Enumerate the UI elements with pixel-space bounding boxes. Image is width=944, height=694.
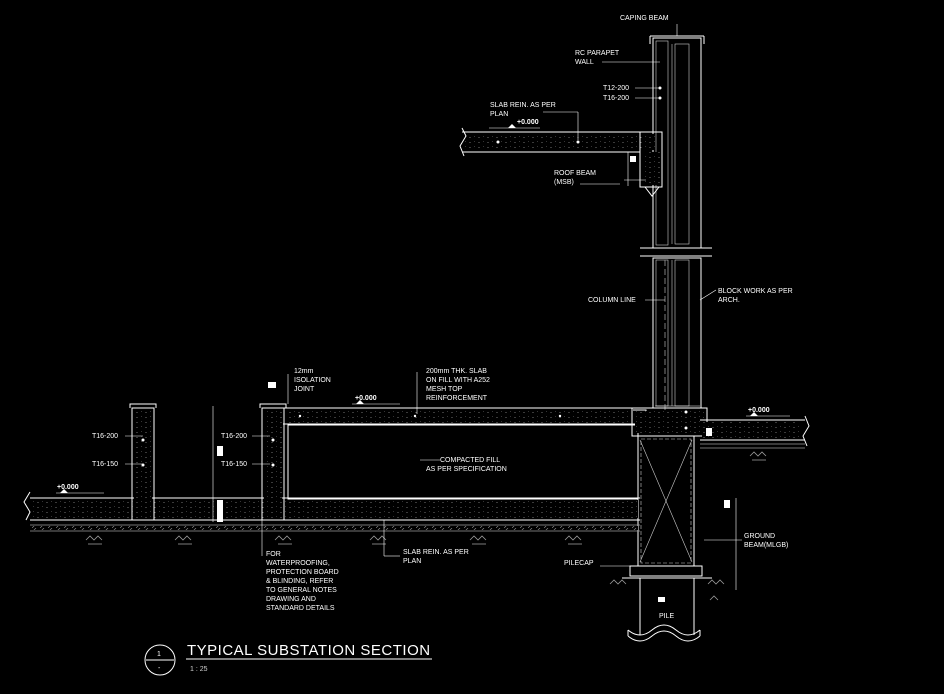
label-ground-beam-mlgb: BEAM(MLGB)	[744, 542, 788, 549]
label-waterproof-for: FOR	[266, 551, 281, 558]
label-isolation: ISOLATION	[294, 377, 331, 384]
level-right: +0.000	[748, 407, 770, 414]
detail-number: 1	[157, 651, 161, 658]
label-caping-beam: CAPING BEAM	[620, 15, 669, 22]
label-compacted-fill: COMPACTED FILL	[440, 457, 500, 464]
label-isolation-joint: JOINT	[294, 386, 315, 393]
drawing-scale: 1 : 25	[190, 666, 208, 673]
leader-lines	[125, 24, 742, 590]
label-pilecap: PILECAP	[564, 560, 594, 567]
label-slab-rein: SLAB REIN. AS PER	[490, 102, 556, 109]
label-roof-beam: ROOF BEAM	[554, 170, 596, 177]
label-rc-parapet-wall: WALL	[575, 59, 594, 66]
label-compacted-spec: AS PER SPECIFICATION	[426, 466, 507, 473]
detail-bubble	[144, 644, 176, 676]
label-slab-rein-plan: PLAN	[490, 111, 508, 118]
label-slab-200-fill: ON FILL WITH A252	[426, 377, 490, 384]
level-roof: +0.000	[517, 119, 539, 126]
left-slab	[23, 491, 640, 532]
ground-beam-marker	[724, 500, 730, 508]
drawing-title: TYPICAL SUBSTATION SECTION	[187, 642, 431, 659]
level-markers	[56, 124, 790, 494]
label-t16-200-left: T16-200	[92, 433, 118, 440]
detail-sheet: -	[158, 665, 161, 672]
ground-hatch	[85, 451, 767, 601]
label-block-work-arch: ARCH.	[718, 297, 740, 304]
label-ground-beam: GROUND	[744, 533, 775, 540]
label-slab-200-reinf: REINFORCEMENT	[426, 395, 488, 402]
label-t16-150-left: T16-150	[92, 461, 118, 468]
label-column-line: COLUMN LINE	[588, 297, 636, 304]
level-left: +0.000	[57, 484, 79, 491]
label-waterproof: WATERPROOFING,	[266, 560, 330, 567]
label-pile: PILE	[659, 613, 675, 620]
label-t16-200-mid: T16-200	[221, 433, 247, 440]
title-block: 1 - TYPICAL SUBSTATION SECTION 1 : 25	[144, 642, 432, 676]
label-protection-board: PROTECTION BOARD	[266, 569, 339, 576]
floor-slab	[283, 407, 650, 500]
level-slab: +0.000	[355, 395, 377, 402]
label-t12-200: T12-200	[603, 85, 629, 92]
parapet-wall	[640, 35, 712, 410]
label-general-notes: TO GENERAL NOTES	[266, 587, 337, 594]
label-drawing-and: DRAWING AND	[266, 596, 316, 603]
label-blinding: & BLINDING, REFER	[266, 578, 333, 585]
right-slab	[700, 415, 810, 449]
label-t16-200-top: T16-200	[603, 95, 629, 102]
label-slab-rein-bottom-plan: PLAN	[403, 558, 421, 565]
label-block-work: BLOCK WORK AS PER	[718, 288, 793, 295]
label-standard-details: STANDARD DETAILS	[266, 605, 335, 612]
ground-beam	[622, 407, 712, 642]
pile-marker	[658, 597, 665, 602]
label-slab-200: 200mm THK. SLAB	[426, 368, 487, 375]
label-slab-rein-bottom: SLAB REIN. AS PER	[403, 549, 469, 556]
label-roof-beam-msb: (MSB)	[554, 179, 574, 186]
label-rc-parapet: RC PARAPET	[575, 50, 620, 57]
label-isolation-12mm: 12mm	[294, 368, 314, 375]
label-t16-150-mid: T16-150	[221, 461, 247, 468]
roof-slab	[459, 127, 663, 197]
label-slab-200-mesh: MESH TOP	[426, 386, 463, 393]
